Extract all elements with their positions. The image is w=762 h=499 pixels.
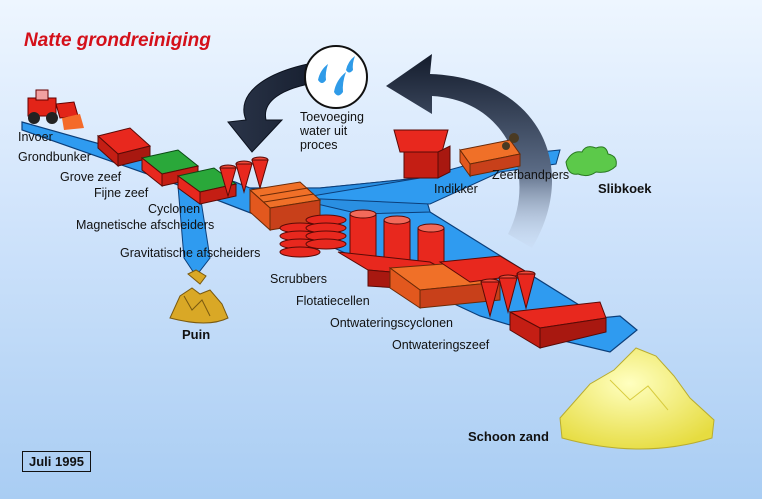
label-fijne-zeef: Fijne zeef — [94, 186, 149, 200]
label-water-line2: water uit — [300, 124, 348, 138]
label-magnetische-afscheiders: Magnetische afscheiders — [76, 218, 215, 232]
label-water-line3: proces — [300, 138, 338, 152]
slibkoek-pile-icon — [565, 146, 617, 177]
indikker-machine — [393, 129, 451, 179]
label-ontwateringscyclonen: Ontwateringscyclonen — [330, 316, 453, 330]
water-drops-icon — [304, 45, 368, 109]
puin-drop-icon — [187, 269, 207, 285]
cyclonen-machine — [219, 156, 269, 198]
schoon-zand-pile-icon — [559, 347, 715, 450]
water-return-arrow-right — [386, 54, 553, 248]
ontwateringszeef-machine — [508, 301, 607, 349]
zeefbandpers-machine — [459, 133, 521, 178]
label-puin: Puin — [182, 327, 211, 342]
water-return-arrow-left — [227, 59, 331, 153]
puin-pile-icon — [169, 287, 229, 324]
label-grondbunker: Grondbunker — [18, 150, 91, 164]
label-water-line1: Toevoeging — [300, 110, 364, 124]
label-cyclonen: Cyclonen — [148, 202, 201, 216]
label-flotatiecellen: Flotatiecellen — [296, 294, 370, 308]
grondbunker-machine — [96, 127, 152, 168]
label-slibkoek: Slibkoek — [598, 181, 652, 196]
magnetische-afscheiders-machine — [248, 181, 322, 232]
loader-truck-icon — [27, 89, 84, 130]
label-gravitatische-afscheiders: Gravitatische afscheiders — [120, 246, 261, 260]
diagram-title: Natte grondreiniging — [24, 30, 211, 51]
label-scrubbers: Scrubbers — [270, 272, 327, 286]
label-grove-zeef: Grove zeef — [60, 170, 122, 184]
date-label: Juli 1995 — [22, 451, 91, 472]
label-indikker: Indikker — [434, 182, 478, 196]
label-schoon-zand: Schoon zand — [468, 429, 549, 444]
label-zeefbandpers: Zeefbandpers — [492, 168, 570, 182]
label-ontwateringszeef: Ontwateringszeef — [392, 338, 490, 352]
ontwateringscyclonen-machine — [480, 270, 536, 318]
label-invoer: Invoer — [18, 130, 53, 144]
gravitatische-afscheiders-machine — [279, 214, 347, 258]
